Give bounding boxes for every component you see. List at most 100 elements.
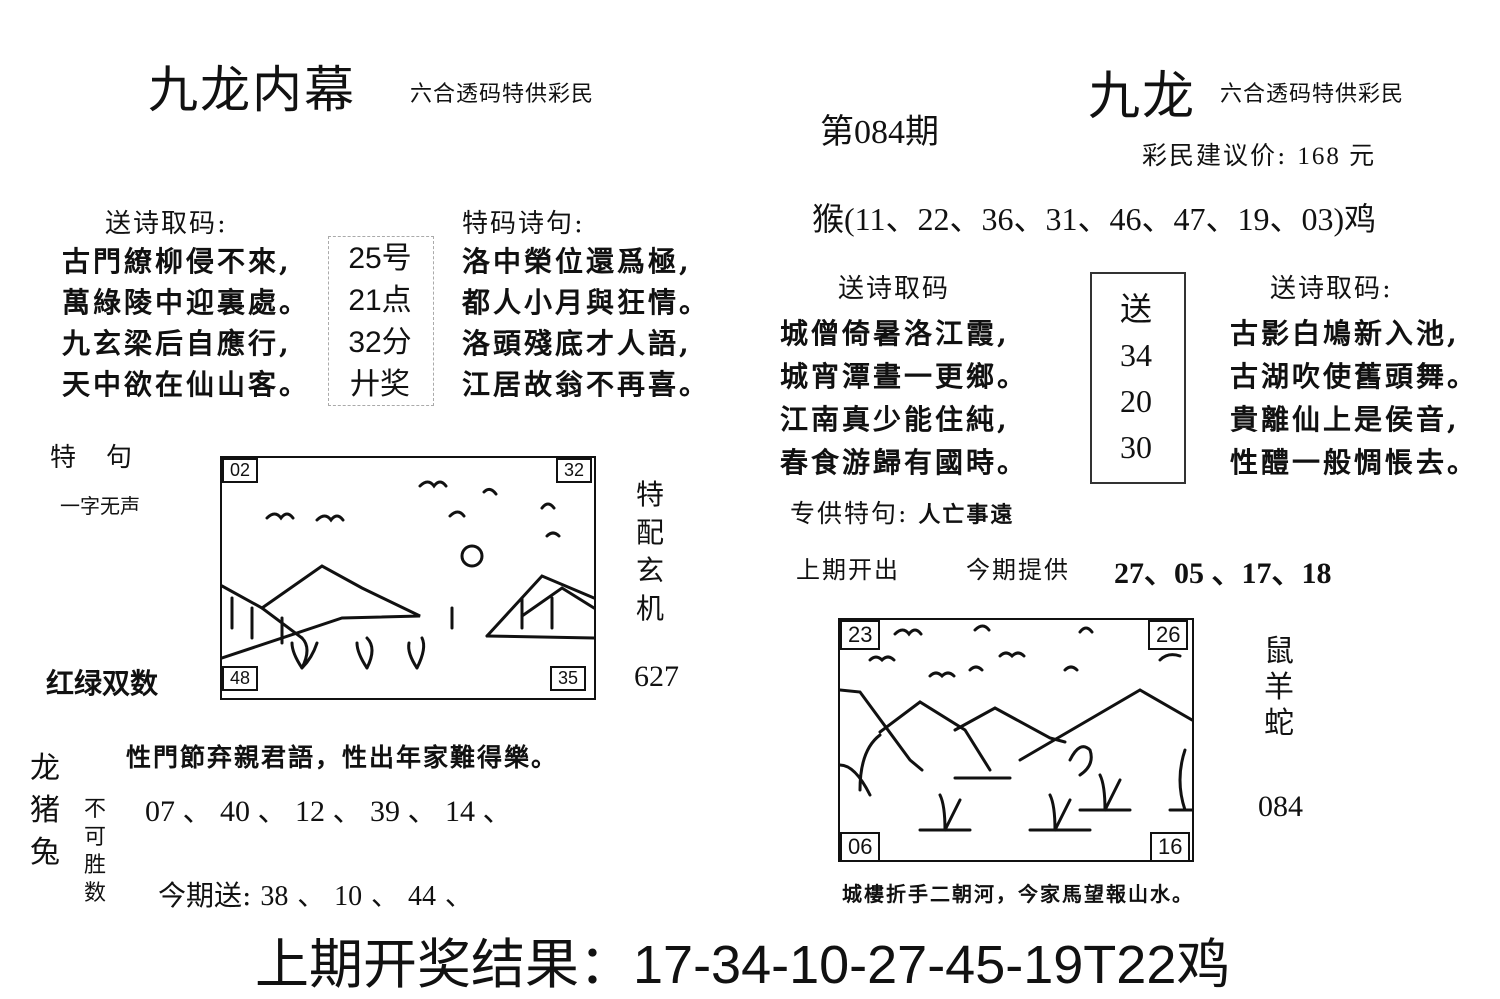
picture-corner-bottom-right: 16 [1150, 832, 1191, 862]
zodiac-char: 猪 [30, 793, 60, 828]
picture-corner-top-left: 02 [222, 458, 259, 483]
center-value: 34 [1120, 337, 1152, 373]
last-issue-label: 上期开出 [796, 556, 900, 584]
center-value: 20 [1120, 383, 1152, 419]
right-poem-label-right: 送诗取码: [1270, 274, 1393, 304]
left-bottom-poem: 性門節弃親君語，性出年家難得樂。 [126, 743, 559, 772]
te-ju-label: 特 句 [50, 443, 135, 473]
zodiac-vertical: 龙 猪 兔 [30, 748, 60, 874]
left-special-block: 洛中榮位還爲極, 都人小月與狂情。 洛頭殘底才人語, 江居故翁不再喜。 [462, 241, 710, 405]
left-poem-block: 古門繚柳侵不來, 萬綠陵中迎裏處。 九玄梁后自應行, 天中欲在仙山客。 [62, 241, 310, 405]
side-char: 配 [636, 516, 665, 549]
price-value: 168 元 [1297, 143, 1377, 170]
poem-line: 春食游歸有國時。 [780, 446, 1029, 479]
poem-line: 古影白鳩新入池, [1230, 317, 1460, 350]
poem-line: 江南真少能住純, [780, 403, 1010, 436]
not-win-char: 不 [84, 797, 107, 822]
poem-line: 天中欲在仙山客。 [62, 368, 311, 401]
last-result-line: 上期开奖结果：17-34-10-27-45-19T22鸡 [255, 935, 1231, 995]
right-landscape-picture [838, 618, 1194, 862]
picture-corner-top-left: 23 [840, 620, 881, 650]
issue-number: 第084期 [820, 114, 939, 151]
send-number: 38 [260, 881, 289, 912]
right-poem-label-left: 送诗取码 [838, 274, 951, 304]
landscape-drawing-icon [838, 624, 1194, 832]
left-poem-label: 送诗取码: [105, 209, 228, 239]
right-title: 九龙 [1088, 67, 1197, 127]
right-side-vertical: 鼠 羊 蛇 [1264, 634, 1294, 742]
numbers-line: 07 、 40 、 12 、 39 、 14 、 [145, 795, 513, 828]
not-win-char: 数 [84, 881, 107, 906]
red-green-label: 红绿双数 [46, 667, 159, 700]
this-issue-numbers: 27、05 、17、18 [1114, 557, 1332, 590]
left-side-vertical: 特 配 玄 机 [636, 476, 664, 628]
number-item: 07 [145, 795, 175, 828]
special-line: 江居故翁不再喜。 [462, 368, 711, 401]
number-item: 12 [295, 795, 325, 828]
send-label: 今期送: [158, 879, 252, 912]
left-title: 九龙内幕 [148, 61, 356, 119]
picture-corner-top-right: 32 [556, 458, 593, 483]
special-sentence-line: 专供特句: 人亡事遠 [790, 494, 1014, 530]
number-item: 39 [370, 795, 400, 828]
center-value: 25号 [348, 242, 412, 275]
zodiac-char: 龙 [30, 751, 60, 786]
side-char: 机 [636, 592, 665, 625]
special-sentence-value: 人亡事遠 [918, 502, 1015, 528]
center-value: 30 [1120, 429, 1152, 465]
poem-line: 性醴一般惆悵去。 [1230, 446, 1479, 479]
side-char: 蛇 [1264, 706, 1294, 741]
right-center-values: 送 34 20 30 [1090, 286, 1182, 470]
poem-line: 城宵潭晝一更鄉。 [780, 360, 1029, 393]
side-char: 特 [636, 478, 665, 511]
right-side-number: 084 [1258, 790, 1303, 823]
this-issue-label: 今期提供 [966, 556, 1070, 584]
price-label: 彩民建议价: [1142, 141, 1288, 170]
not-win-char: 可 [84, 825, 107, 850]
center-value: 送 [1119, 291, 1152, 327]
picture-corner-bottom-right: 35 [550, 666, 587, 691]
right-picture-caption: 城樓折手二朝河，今家馬望報山水。 [842, 882, 1194, 906]
poem-line: 古門繚柳侵不來, [62, 245, 292, 278]
center-value: 廾奖 [350, 368, 410, 401]
left-center-values: 25号 21点 32分 廾奖 [328, 238, 432, 406]
right-center-box [1090, 272, 1186, 484]
poem-line: 萬綠陵中迎裏處。 [62, 286, 311, 319]
right-subtitle: 六合透码特供彩民 [1220, 82, 1405, 107]
special-sentence-label: 专供特句: [790, 499, 909, 528]
special-line: 洛中榮位還爲極, [462, 245, 692, 278]
number-item: 14 [445, 795, 475, 828]
side-char: 玄 [636, 554, 665, 587]
picture-corner-bottom-left: 06 [840, 832, 881, 862]
poem-line: 貴離仙上是侯音, [1230, 403, 1460, 436]
left-landscape-picture [220, 456, 596, 700]
left-subtitle: 六合透码特供彩民 [410, 82, 595, 107]
side-char: 鼠 [1264, 634, 1294, 669]
left-center-box [328, 236, 434, 406]
special-line: 都人小月與狂情。 [462, 286, 711, 319]
price-line: 彩民建议价: 168 元 [1142, 136, 1376, 172]
zodiac-char: 兔 [30, 835, 60, 870]
picture-corner-top-right: 26 [1148, 620, 1189, 650]
side-char: 羊 [1264, 670, 1294, 705]
send-number: 44 [407, 881, 436, 912]
send-number: 10 [334, 881, 363, 912]
range-line: 猴(11、22、36、31、46、47、19、03)鸡 [812, 201, 1377, 237]
not-win-char: 胜 [84, 853, 107, 878]
left-special-label: 特码诗句: [462, 209, 585, 239]
te-ju-value: 一字无声 [60, 494, 140, 518]
left-side-number: 627 [634, 660, 679, 693]
special-line: 洛頭殘底才人語, [462, 327, 692, 360]
center-value: 21点 [348, 284, 412, 317]
poem-line: 古湖吹使舊頭舞。 [1230, 360, 1479, 393]
send-line: 今期送: 38 、 10 、 44 、 [158, 879, 473, 912]
right-poem-left-block: 城僧倚暑洛江霞, 城宵潭晝一更鄉。 江南真少能住純, 春食游歸有國時。 [780, 312, 1028, 484]
number-item: 40 [220, 795, 250, 828]
poem-line: 九玄梁后自應行, [62, 327, 292, 360]
picture-corner-bottom-left: 48 [222, 666, 259, 691]
right-poem-right-block: 古影白鳩新入池, 古湖吹使舊頭舞。 貴離仙上是侯音, 性醴一般惆悵去。 [1230, 312, 1478, 484]
center-value: 32分 [348, 326, 412, 359]
landscape-drawing-icon [220, 480, 596, 670]
not-win-vertical: 不 可 胜 数 [84, 796, 106, 908]
poem-line: 城僧倚暑洛江霞, [780, 317, 1010, 350]
